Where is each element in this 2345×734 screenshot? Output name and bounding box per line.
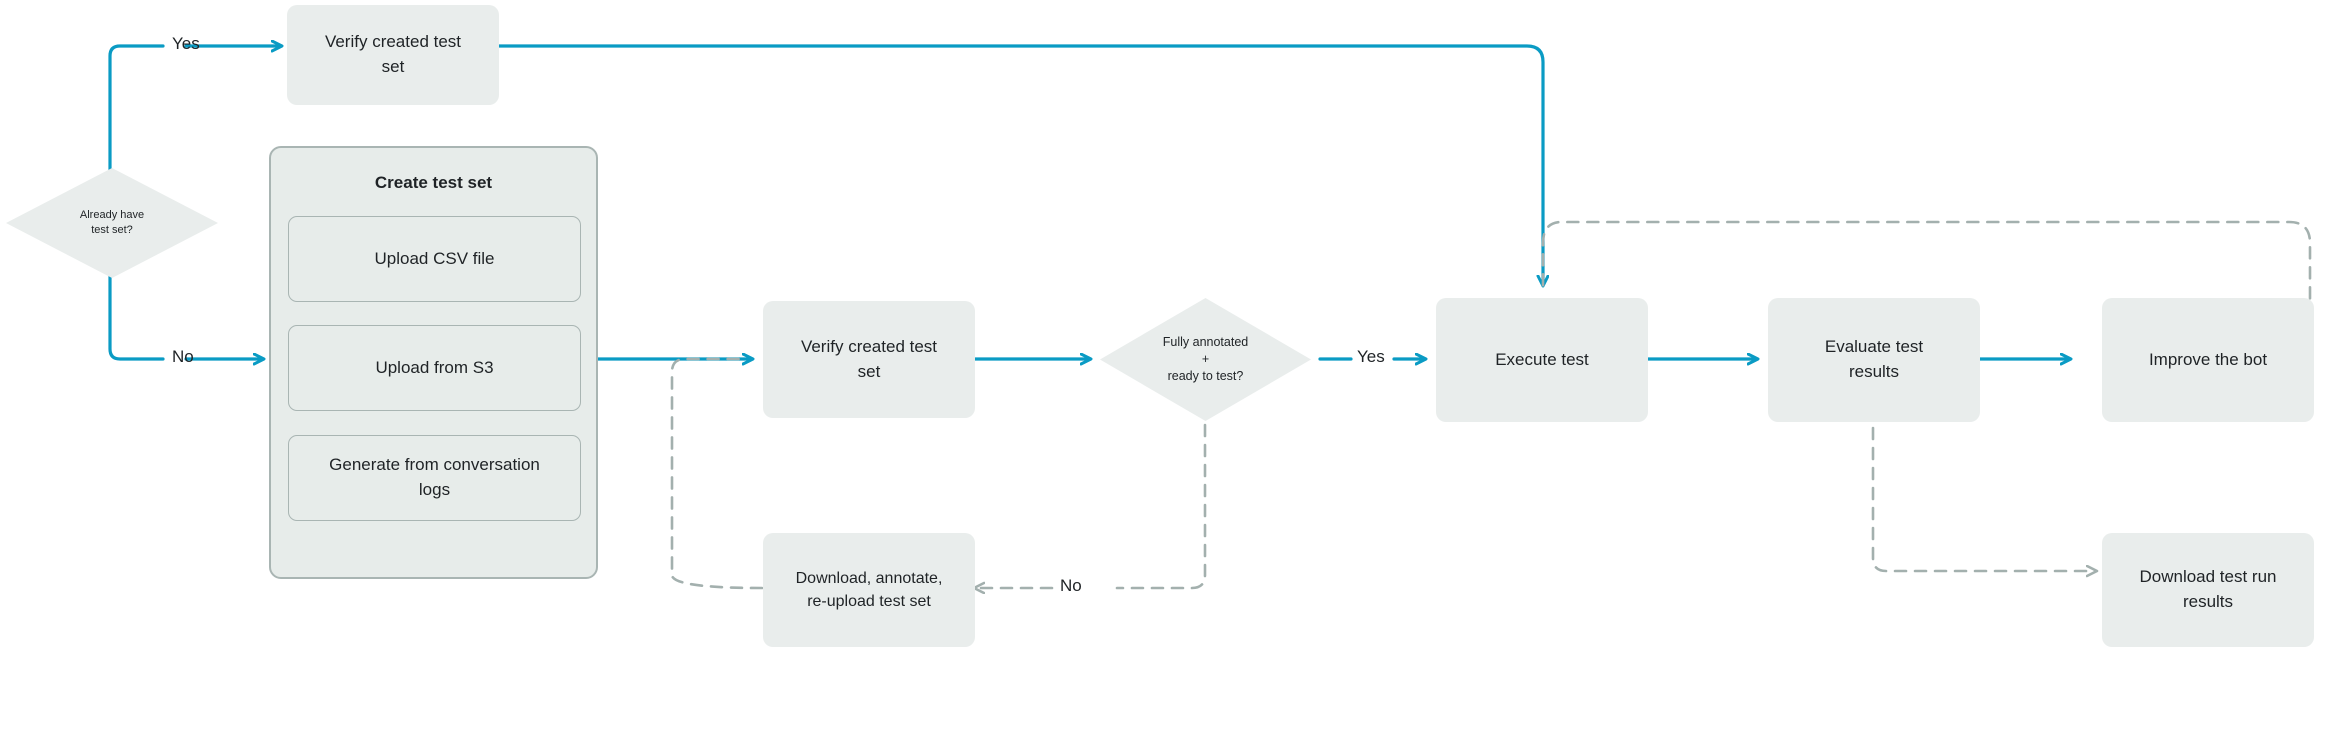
option-generate-from-conversation-logs[interactable]: Generate from conversation logs [288, 435, 581, 521]
edge-download-annotate-back-to-verify [670, 357, 764, 590]
node-download-test-run-results: Download test run results [2102, 533, 2314, 647]
node-download-annotate-reupload-test-set: Download, annotate, re-upload test set [763, 533, 975, 647]
option-upload-from-s3[interactable]: Upload from S3 [288, 325, 581, 411]
edge-evaluate-to-download-results [1871, 426, 2096, 571]
edge-label-no-bottom: No [1060, 576, 1082, 595]
group-create-test-set: Create test set Upload CSV file Upload f… [269, 146, 598, 579]
edge-label-yes-mid: Yes [1357, 347, 1385, 366]
edge-label-yes-top: Yes [172, 34, 200, 53]
node-download-test-run-results-label: Download test run results [2139, 567, 2277, 611]
edge-diamond-to-no [108, 220, 165, 361]
node-evaluate-test-results-label: Evaluate test results [1824, 337, 1924, 381]
node-verify-created-test-set-top-label: Verify created test set [324, 32, 462, 76]
edge-verify-top-to-execute-test [497, 44, 1543, 285]
option-upload-from-s3-label: Upload from S3 [375, 357, 494, 377]
edge-diamond-to-yes-top [108, 44, 165, 187]
decision-fully-annotated-ready-to-test-label: Fully annotated + ready to test? [1162, 335, 1249, 383]
edge-annotated-to-no-bottom [1115, 403, 1207, 590]
decision-already-have-test-set-label: Already have test set? [79, 209, 145, 236]
node-evaluate-test-results: Evaluate test results [1768, 298, 1980, 422]
option-upload-csv-file[interactable]: Upload CSV file [288, 216, 581, 302]
node-execute-test: Execute test [1436, 298, 1648, 422]
group-create-test-set-title: Create test set [374, 173, 493, 192]
option-upload-csv-file-label: Upload CSV file [374, 248, 495, 268]
option-generate-from-conversation-logs-label: Generate from conversation logs [329, 455, 540, 499]
node-improve-the-bot: Improve the bot [2102, 298, 2314, 422]
node-verify-created-test-set-mid: Verify created test set [763, 301, 975, 418]
node-improve-the-bot-label: Improve the bot [2148, 349, 2268, 369]
node-verify-created-test-set-top: Verify created test set [287, 5, 499, 105]
node-download-annotate-reupload-test-set-label: Download, annotate, re-upload test set [795, 569, 943, 610]
node-verify-created-test-set-mid-label: Verify created test set [800, 336, 938, 381]
node-execute-test-label: Execute test [1495, 349, 1589, 369]
edge-label-no-left: No [172, 347, 194, 366]
